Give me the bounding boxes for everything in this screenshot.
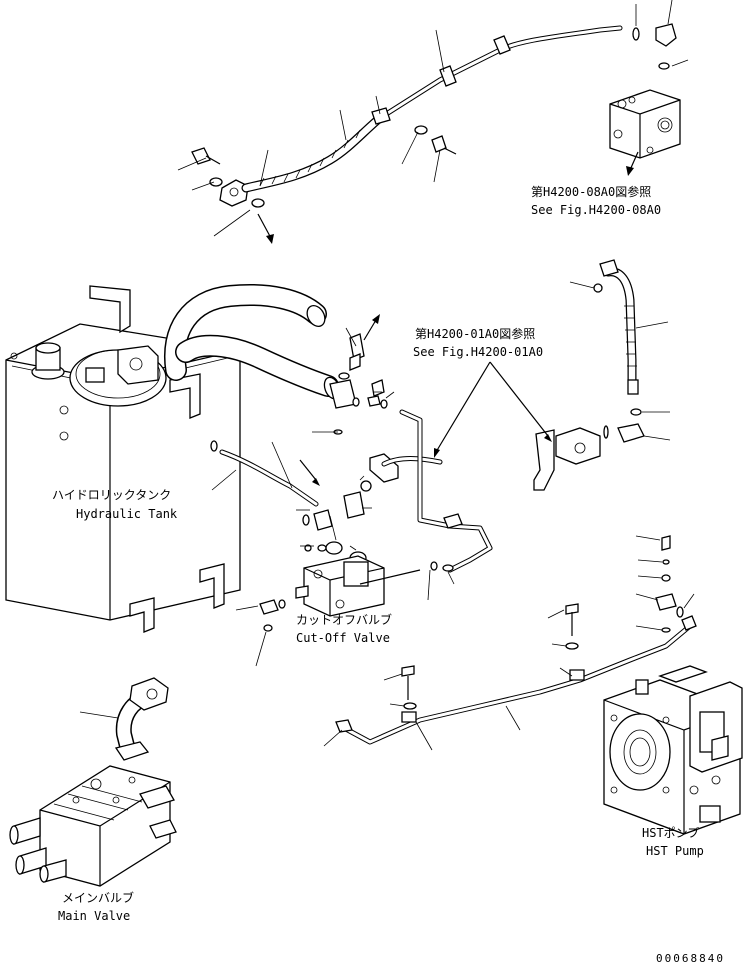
ref2-jp: 第H4200-01A0図参照 — [415, 326, 535, 341]
hst-label-en: HST Pump — [646, 844, 704, 858]
ref1-en: See Fig.H4200-08A0 — [531, 203, 661, 217]
reference-labels: 第H4200-08A0図参照 See Fig.H4200-08A0 第H4200… — [413, 184, 661, 458]
cut-off-valve-assembly — [210, 314, 493, 667]
main-valve — [9, 677, 177, 887]
hst-label-jp: HSTポンプ — [642, 826, 699, 840]
valve-block-h4200-08a0 — [609, 89, 681, 176]
hydraulic-tank — [5, 283, 341, 633]
main-label-en: Main Valve — [58, 909, 130, 923]
main-label-jp: メインバルブ — [62, 890, 134, 905]
ref1-jp: 第H4200-08A0図参照 — [531, 184, 651, 199]
tank-label-jp: ハイドロリックタンク — [52, 488, 171, 502]
cutoff-label-en: Cut-Off Valve — [296, 631, 390, 645]
hst-pump-label: HSTポンプ HST Pump — [642, 826, 704, 858]
right-hose-assembly — [533, 259, 671, 491]
tank-label: ハイドロリックタンク Hydraulic Tank — [52, 469, 237, 521]
hst-pump — [603, 665, 743, 835]
top-hose-assembly — [177, 0, 689, 244]
drain-hose-assembly — [323, 535, 697, 751]
drawing-number: 00068840 — [656, 952, 725, 965]
cutoff-label-jp: カットオフバルブ — [296, 612, 392, 627]
ref2-en: See Fig.H4200-01A0 — [413, 345, 543, 359]
cut-off-valve-label: カットオフバルブ Cut-Off Valve — [296, 612, 392, 645]
main-valve-label: メインバルブ Main Valve — [58, 890, 134, 923]
tank-label-en: Hydraulic Tank — [76, 507, 178, 521]
